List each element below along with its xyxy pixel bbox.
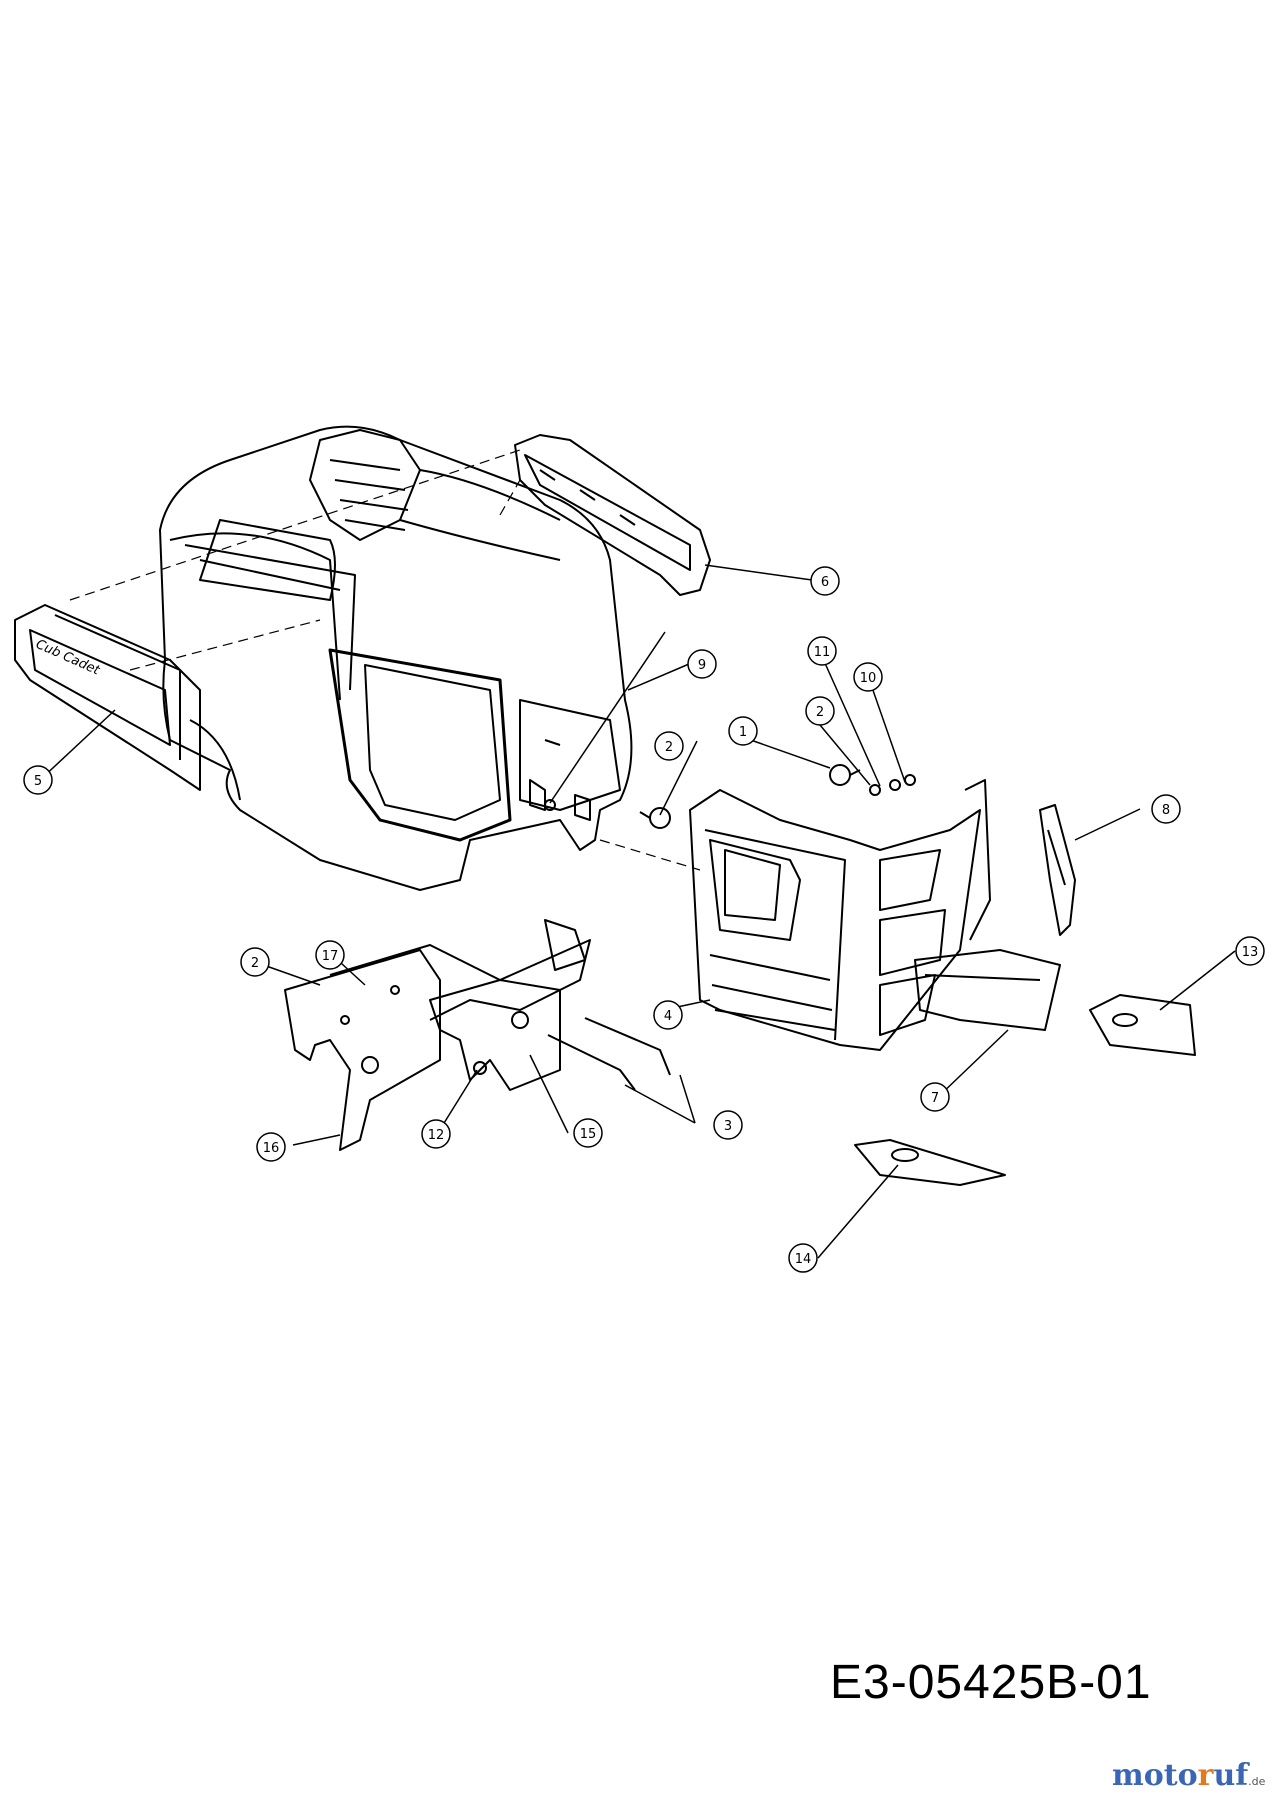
callout-6: 6 (810, 566, 840, 596)
callout-3: 3 (713, 1110, 743, 1140)
svg-text:7: 7 (931, 1091, 939, 1106)
svg-text:4: 4 (664, 1009, 672, 1024)
decal-parts (854, 994, 1196, 1186)
svg-text:13: 13 (1242, 945, 1259, 960)
svg-text:10: 10 (860, 671, 877, 686)
alignment-lines (69, 449, 701, 871)
svg-text:16: 16 (263, 1141, 280, 1156)
svg-text:8: 8 (1162, 803, 1170, 818)
callout-1: 1 (728, 716, 758, 746)
hood-part (159, 425, 633, 891)
svg-text:11: 11 (814, 645, 831, 660)
callout-11: 11 (807, 636, 837, 666)
callout-2: 2 (805, 696, 835, 726)
svg-text:2: 2 (665, 740, 673, 755)
callout-16: 16 (256, 1132, 286, 1162)
svg-text:3: 3 (724, 1119, 732, 1134)
callout-2: 2 (240, 947, 270, 977)
drawing-code: E3-05425B-01 (830, 1656, 1152, 1709)
bumper-part (914, 949, 1061, 1031)
callout-17: 17 (315, 940, 345, 970)
watermark-logo: motoruf.de (1112, 1758, 1266, 1793)
svg-text:17: 17 (322, 949, 339, 964)
svg-text:15: 15 (580, 1127, 597, 1142)
emblem-part (14, 604, 201, 791)
vent-part (514, 434, 711, 596)
svg-text:9: 9 (698, 658, 706, 673)
grille-part (689, 779, 991, 1051)
svg-text:12: 12 (428, 1128, 445, 1143)
callout-9: 9 (687, 649, 717, 679)
callout-7: 7 (920, 1082, 950, 1112)
callout-15: 15 (573, 1118, 603, 1148)
svg-text:2: 2 (816, 705, 824, 720)
rod-parts (547, 1017, 671, 1091)
svg-text:6: 6 (821, 575, 829, 590)
hinge-brackets (284, 919, 591, 1151)
callout-14: 14 (788, 1243, 818, 1273)
svg-text:5: 5 (34, 774, 42, 789)
bulb-part (639, 764, 861, 829)
svg-text:1: 1 (739, 725, 747, 740)
callout-10: 10 (853, 662, 883, 692)
callout-2: 2 (654, 731, 684, 761)
callout-4: 4 (653, 1000, 683, 1030)
svg-text:14: 14 (795, 1252, 812, 1267)
callout-8: 8 (1151, 794, 1181, 824)
callout-5: 5 (23, 765, 53, 795)
fasteners (544, 774, 916, 811)
callout-13: 13 (1235, 936, 1265, 966)
callout-12: 12 (421, 1119, 451, 1149)
lens-part (1039, 804, 1076, 936)
svg-text:2: 2 (251, 956, 259, 971)
